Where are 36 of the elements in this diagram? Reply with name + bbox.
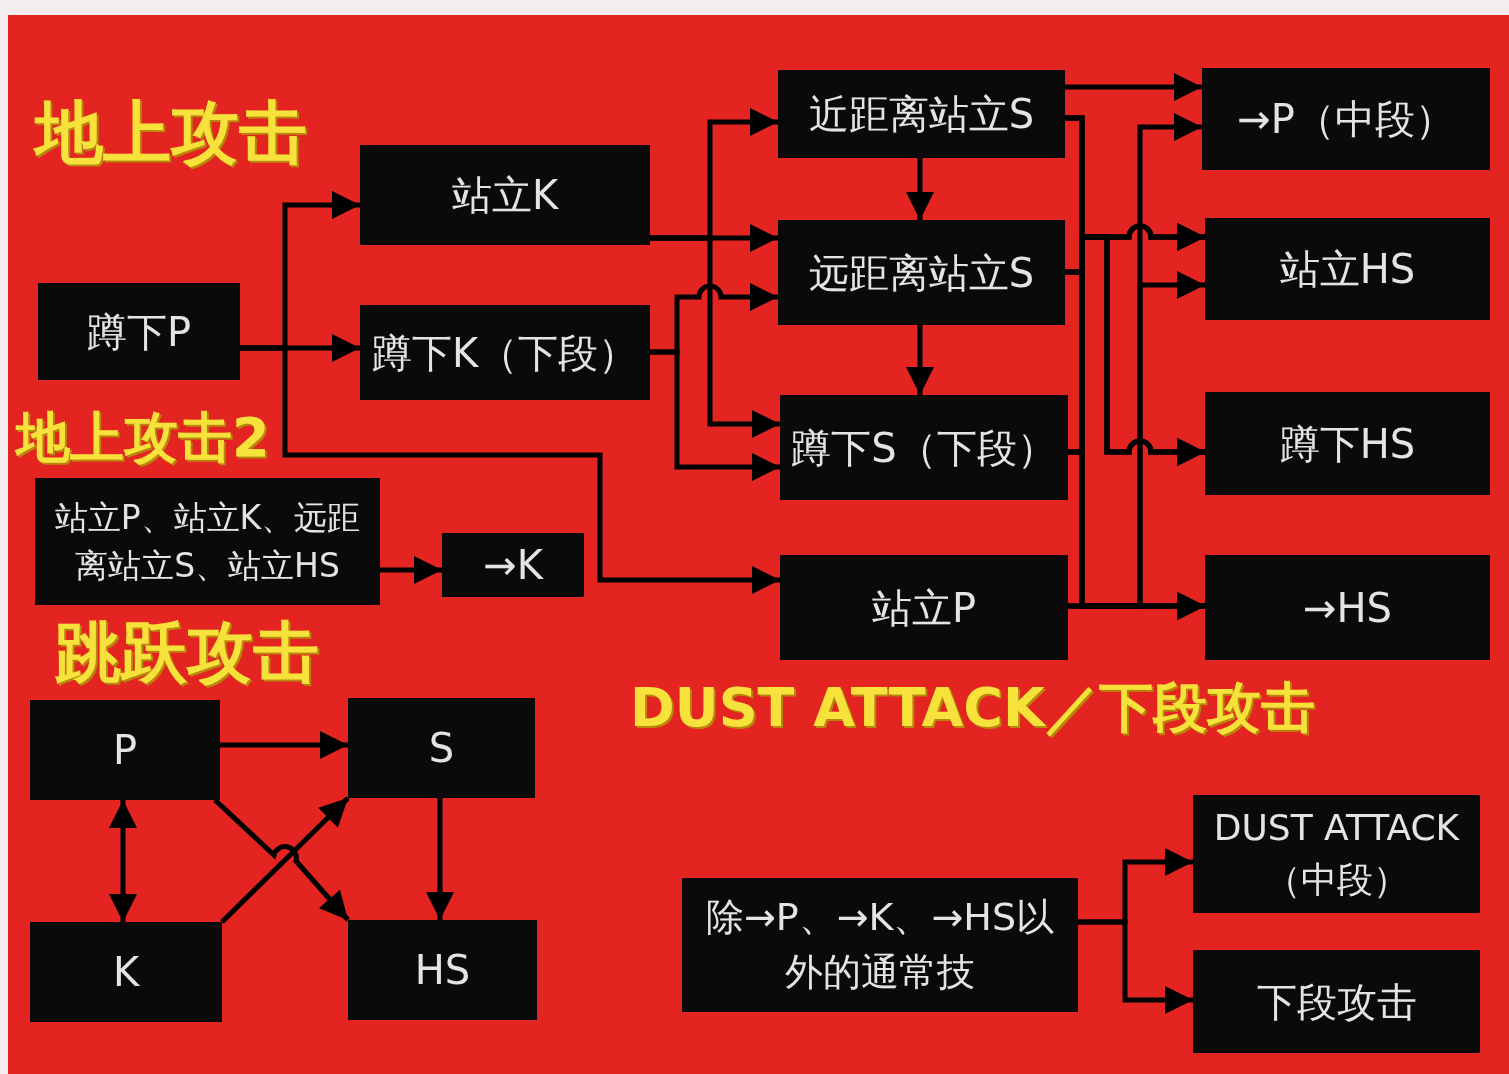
section-heading: 地上攻击2 [16, 405, 270, 471]
arrow [906, 325, 934, 395]
move-box: 蹲下S（下段） [780, 395, 1068, 500]
move-box: 站立K [360, 145, 650, 245]
move-box: 蹲下HS [1205, 392, 1490, 495]
arrow [109, 800, 137, 922]
move-box: 站立HS [1205, 218, 1490, 320]
move-box: →P（中段） [1202, 68, 1490, 170]
move-box: →K [442, 533, 584, 597]
section-heading: 跳跃攻击 [55, 613, 319, 693]
section-heading: DUST ATTACK／下段攻击 [630, 675, 1315, 741]
arrow [380, 556, 442, 584]
section-heading: 地上攻击 [35, 92, 307, 174]
arrow [650, 349, 780, 481]
move-box: 下段攻击 [1193, 950, 1480, 1053]
arrow [220, 731, 348, 759]
move-box: 蹲下P [38, 283, 240, 380]
move-box: 站立P [780, 555, 1068, 660]
move-box: 除→P、→K、→HS以外的通常技 [682, 878, 1078, 1012]
arrow [1068, 592, 1205, 620]
move-box: P [30, 700, 220, 800]
arrow [906, 158, 934, 220]
arrow [650, 235, 780, 438]
arrow [240, 345, 780, 594]
move-box: S [348, 698, 535, 798]
move-box: K [30, 922, 222, 1022]
move-box: 蹲下K（下段） [360, 305, 650, 400]
move-box: →HS [1205, 555, 1490, 660]
move-box: DUST ATTACK（中段） [1193, 795, 1480, 913]
move-box: 远距离站立S [778, 220, 1065, 325]
move-box: 近距离站立S [778, 70, 1065, 158]
arrow [426, 798, 454, 920]
move-box: 站立P、站立K、远距离站立S、站立HS [35, 478, 380, 605]
move-box: HS [348, 920, 537, 1020]
arrow [1065, 73, 1202, 101]
arrow [1078, 919, 1193, 1014]
